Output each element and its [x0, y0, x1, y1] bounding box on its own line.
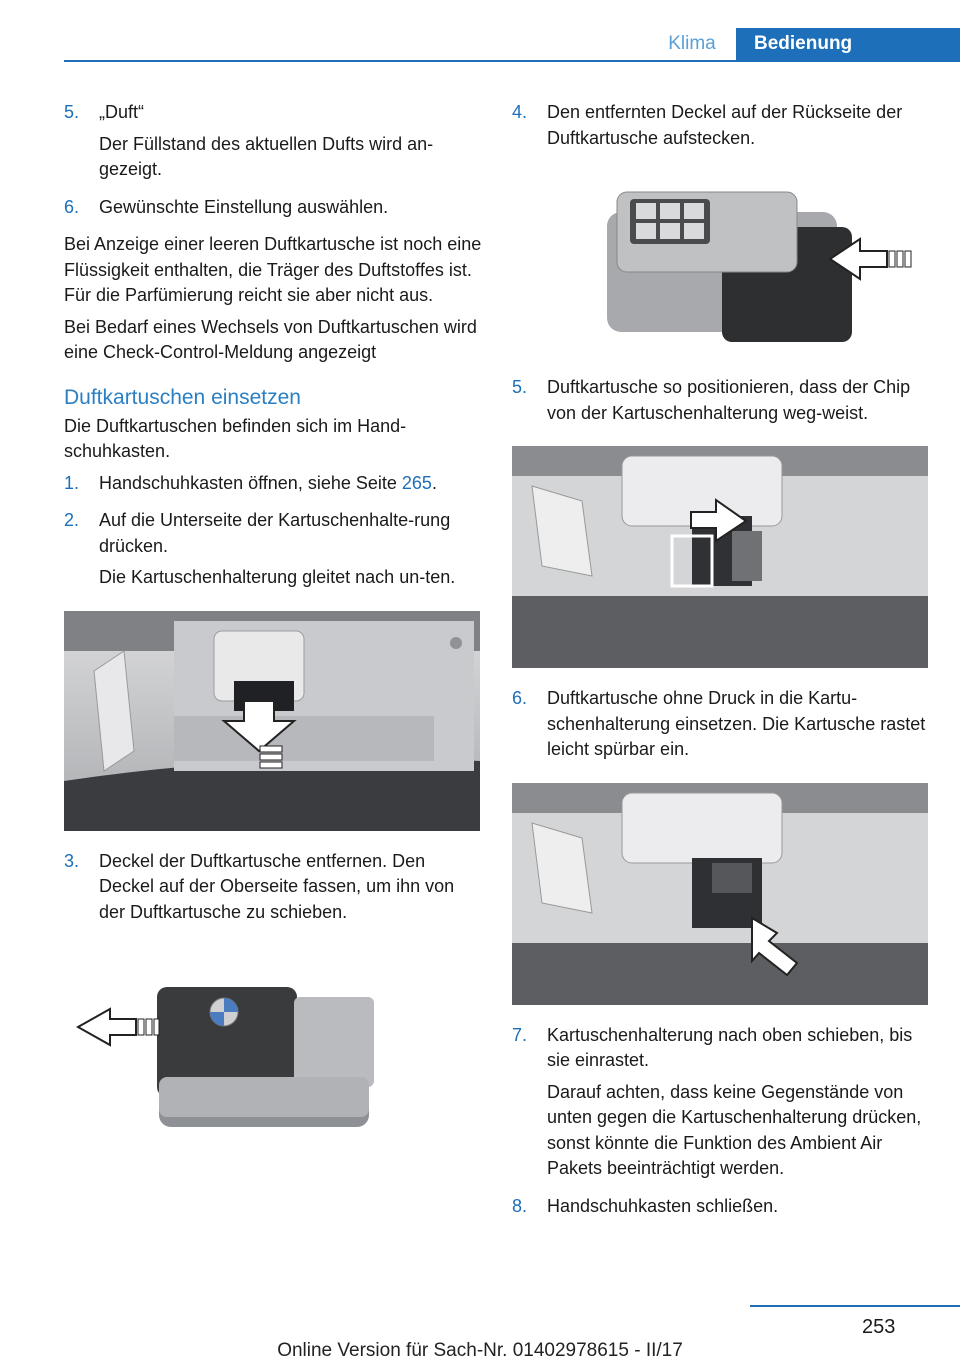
step-3: 3. Deckel der Duftkartusche entfernen. D… — [64, 849, 482, 932]
page-link[interactable]: 265 — [401, 472, 432, 493]
step-4: 4. Den entfernten Deckel auf der Rücksei… — [512, 100, 930, 157]
step-8: 8. Handschuhkasten schließen. — [512, 1194, 930, 1226]
header-chapter-bedienung: Bedienung — [736, 28, 960, 62]
step-7: 7. Kartuschenhalterung nach oben schiebe… — [512, 1023, 930, 1188]
right-column: 4. Den entfernten Deckel auf der Rücksei… — [512, 100, 930, 1231]
step-6: 6. Duftkartusche ohne Druck in die Kartu… — [512, 686, 930, 769]
step-text: Duftkartusche so positionieren, dass der… — [547, 377, 911, 423]
step-5: 5. „Duft“ Der Füllstand des aktuellen Du… — [64, 100, 482, 189]
photo-chip-position — [512, 446, 928, 668]
illustration-lid-removal — [64, 957, 480, 1157]
step-text: Den entfernten Deckel auf der Rückseite … — [547, 102, 903, 148]
step-subtext: Darauf achten, dass keine Gegenstände vo… — [547, 1081, 922, 1179]
step-6: 6. Gewünschte Einstellung auswählen. — [64, 195, 482, 227]
step-number: 5. — [64, 102, 80, 122]
step-text: Handschuhkasten öffnen, siehe Seite — [99, 472, 402, 493]
step-number: 7. — [512, 1024, 528, 1045]
footer-rule — [750, 1305, 960, 1307]
step-subtext: Die Kartuschenhalterung gleitet nach un-… — [99, 567, 456, 587]
step-1: 1. Handschuhkasten öffnen, siehe Seite 2… — [64, 471, 482, 503]
photo-insert-cartridge — [512, 782, 928, 1005]
paragraph-check-control: Bei Bedarf eines Wechsels von Duftkartus… — [64, 316, 477, 363]
step-title: „Duft“ — [99, 102, 144, 122]
step-text: Handschuhkasten schließen. — [547, 1195, 779, 1216]
step-text: Duftkartusche ohne Druck in die Kartu-sc… — [547, 688, 926, 759]
header-section-klima: Klima — [668, 33, 716, 54]
step-text-end: . — [431, 472, 437, 493]
online-version-note: Online Version für Sach-Nr. 01402978615 … — [277, 1340, 683, 1361]
step-number: 4. — [512, 102, 528, 122]
step-text: Gewünschte Einstellung auswählen. — [99, 196, 389, 217]
section-heading: Duftkartuschen einsetzen — [64, 385, 301, 409]
step-2: 2. Auf die Unterseite der Kartuschenhalt… — [64, 508, 482, 597]
step-number: 5. — [512, 377, 528, 397]
header-rule — [64, 60, 960, 62]
step-text: Auf die Unterseite der Kartuschenhalte-r… — [99, 510, 451, 556]
step-number: 6. — [64, 196, 80, 217]
step-text: Deckel der Duftkartusche entfernen. Den … — [99, 850, 455, 922]
paragraph-intro: Die Duftkartuschen befinden sich im Hand… — [64, 415, 407, 462]
page-number: 253 — [862, 1316, 896, 1338]
step-text: Kartuschenhalterung nach oben schieben, … — [547, 1024, 913, 1071]
step-text: Der Füllstand des aktuellen Dufts wird a… — [99, 133, 434, 180]
step-number: 8. — [512, 1195, 528, 1216]
left-column: 5. „Duft“ Der Füllstand des aktuellen Du… — [64, 100, 482, 1175]
step-number: 1. — [64, 472, 80, 493]
paragraph-empty-cartridge: Bei Anzeige einer leeren Duftkartusche i… — [64, 234, 482, 305]
step-5: 5. Duftkartusche so positionieren, dass … — [512, 375, 930, 432]
step-number: 3. — [64, 850, 80, 871]
step-number: 2. — [64, 510, 80, 530]
step-number: 6. — [512, 688, 528, 708]
photo-holder-press — [64, 610, 480, 831]
illustration-lid-attach — [512, 187, 928, 357]
